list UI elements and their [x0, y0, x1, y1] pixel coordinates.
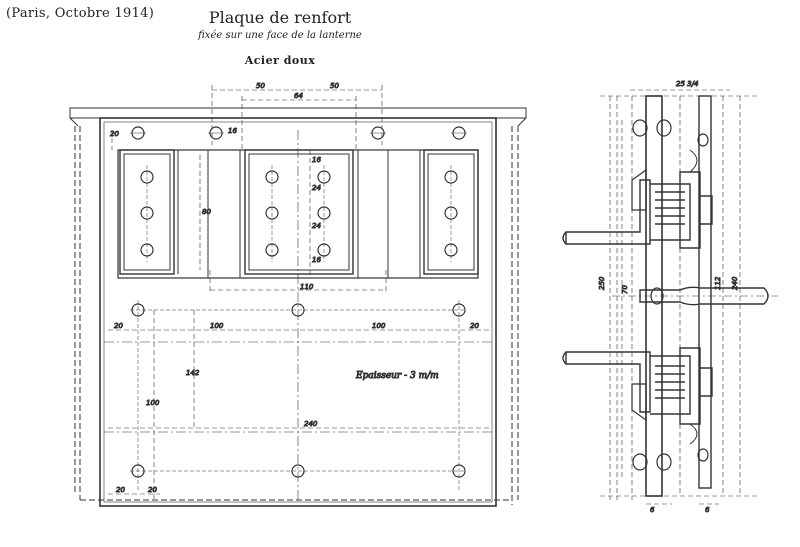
dim-vertical-total: 142 — [186, 369, 200, 377]
bolt-hole — [656, 453, 672, 471]
bolt-hole — [632, 119, 648, 137]
center-bolt — [612, 286, 778, 306]
dim-top-left-half: 50 — [256, 82, 265, 90]
bolt-hole — [208, 126, 224, 140]
side-view: 25 3/4 250 70 112 240 6 6 — [562, 80, 778, 515]
dim-full-width: 240 — [304, 420, 318, 428]
dim-top-inner: 64 — [294, 92, 303, 100]
bolt-hole — [370, 126, 386, 140]
bolt-hole — [697, 448, 709, 462]
bolt-hole — [130, 126, 146, 140]
dim-top-right-half: 50 — [330, 82, 339, 90]
date-note: (Paris, Octobre 1914) — [6, 6, 155, 21]
dim-side-bottom-right: 6 — [705, 506, 710, 514]
dim-spacing-a: 24 — [312, 184, 321, 192]
bolt-hole — [632, 453, 648, 471]
top-rail — [69, 107, 527, 119]
dim-side-inner-height: 70 — [621, 285, 629, 294]
dim-bottom-corner: 20 — [148, 486, 157, 494]
dim-side-bottom-left: 6 — [650, 506, 655, 514]
dim-spacing-c: 16 — [312, 156, 321, 164]
dim-side-right-inner: 112 — [714, 276, 722, 290]
dim-left-margin-mid: 20 — [114, 322, 123, 330]
bolt-hole — [451, 126, 467, 140]
dim-spacing-d: 16 — [312, 256, 321, 264]
side-back-plate — [698, 95, 712, 489]
dim-half-width-left: 100 — [210, 322, 224, 330]
dim-bottom-left: 20 — [116, 486, 125, 494]
reinforcement-plate — [99, 117, 497, 507]
lower-angle-iron — [562, 347, 713, 425]
dim-side-total-height: 250 — [598, 276, 606, 290]
bolt-hole — [656, 119, 672, 137]
center-bar — [244, 149, 354, 275]
dim-vertical-lower: 100 — [146, 399, 160, 407]
dim-spacing-b: 24 — [312, 222, 321, 230]
dim-half-width-right: 100 — [372, 322, 386, 330]
drawing-subtitle: fixée sur une face de la lanterne — [198, 30, 362, 41]
dim-bar-width: 110 — [300, 283, 314, 291]
bolt-hole — [697, 133, 709, 147]
dim-side-top-width: 25 3/4 — [676, 80, 698, 88]
dim-corner-top: 20 — [110, 130, 119, 138]
dim-right-margin-mid: 20 — [470, 322, 479, 330]
front-view: 50 50 64 20 16 80 24 24 16 16 110 20 100… — [69, 82, 527, 507]
left-bar — [119, 149, 175, 275]
right-bar — [423, 149, 479, 275]
upper-angle-iron — [562, 171, 713, 249]
thickness-note: Epaisseur - 3 m/m — [355, 371, 439, 381]
dim-side-right-total: 240 — [731, 276, 739, 290]
dim-bar-height: 80 — [202, 208, 211, 216]
material-label: Acier doux — [244, 54, 316, 67]
dim-corner-side: 16 — [228, 127, 237, 135]
drawing-title: Plaque de renfort — [208, 8, 352, 27]
